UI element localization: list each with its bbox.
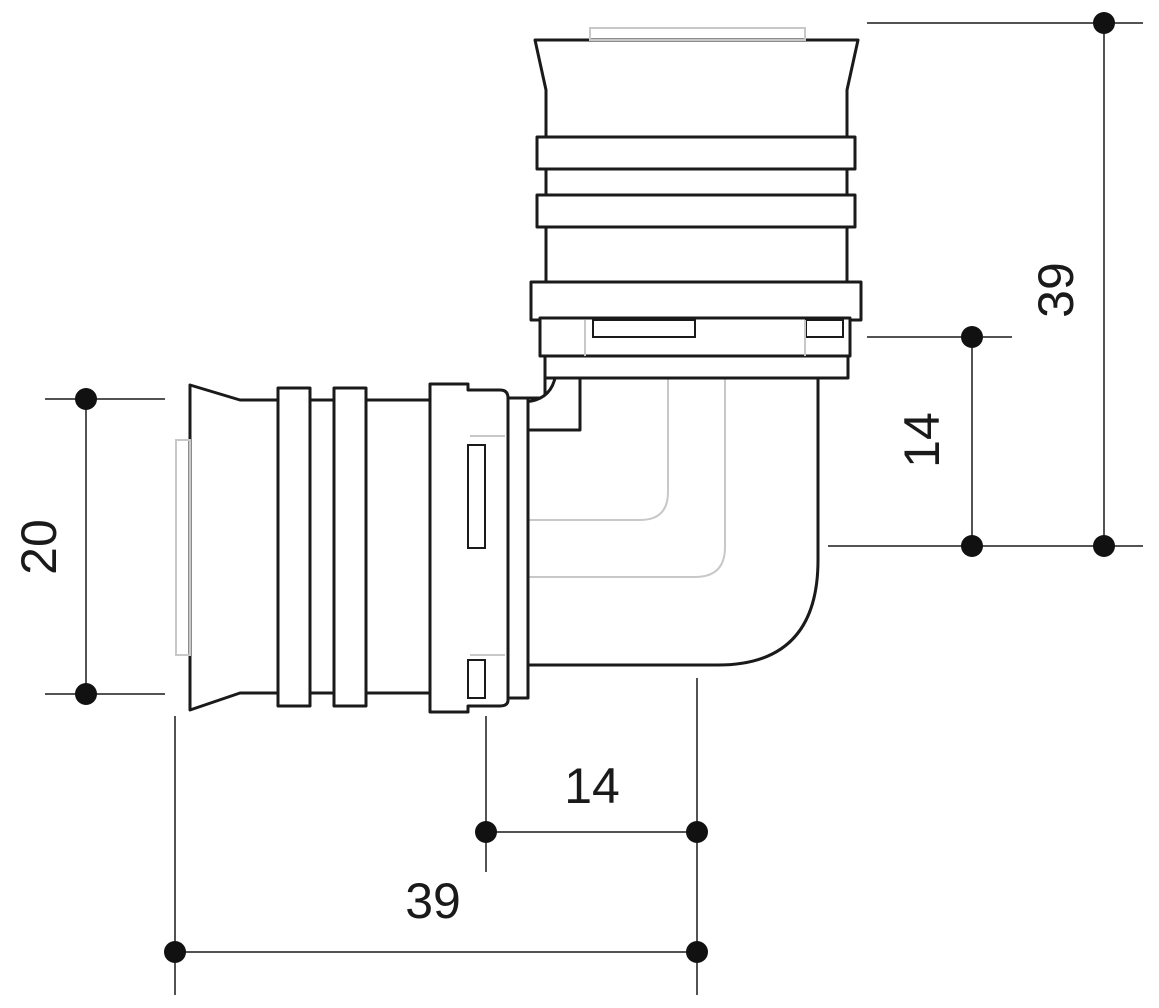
top-nut [529,280,863,322]
top-ring-1 [535,135,857,171]
left-collar [506,396,530,700]
dimension-vertical-total: 39 [828,12,1143,557]
dimension-label-vertical-total: 39 [1028,262,1084,318]
dimension-label-diameter: 20 [11,519,67,575]
dimension-vertical-offset: 14 [867,326,1012,557]
dimension-label-horizontal-total: 39 [405,873,461,929]
left-ring-1 [276,386,312,708]
dimension-horizontal-total: 39 [164,716,708,995]
dimension-label-horizontal-offset: 14 [564,758,620,814]
dimension-diameter: 20 [11,388,165,705]
elbow-gusset [523,376,582,432]
left-ring-2 [332,386,368,708]
top-collar [543,354,850,380]
dimension-horizontal-offset: 14 [475,678,708,995]
left-connector [175,382,530,714]
top-connector [529,27,863,380]
dimension-label-vertical-offset: 14 [894,412,950,468]
top-ring-2 [535,193,857,229]
